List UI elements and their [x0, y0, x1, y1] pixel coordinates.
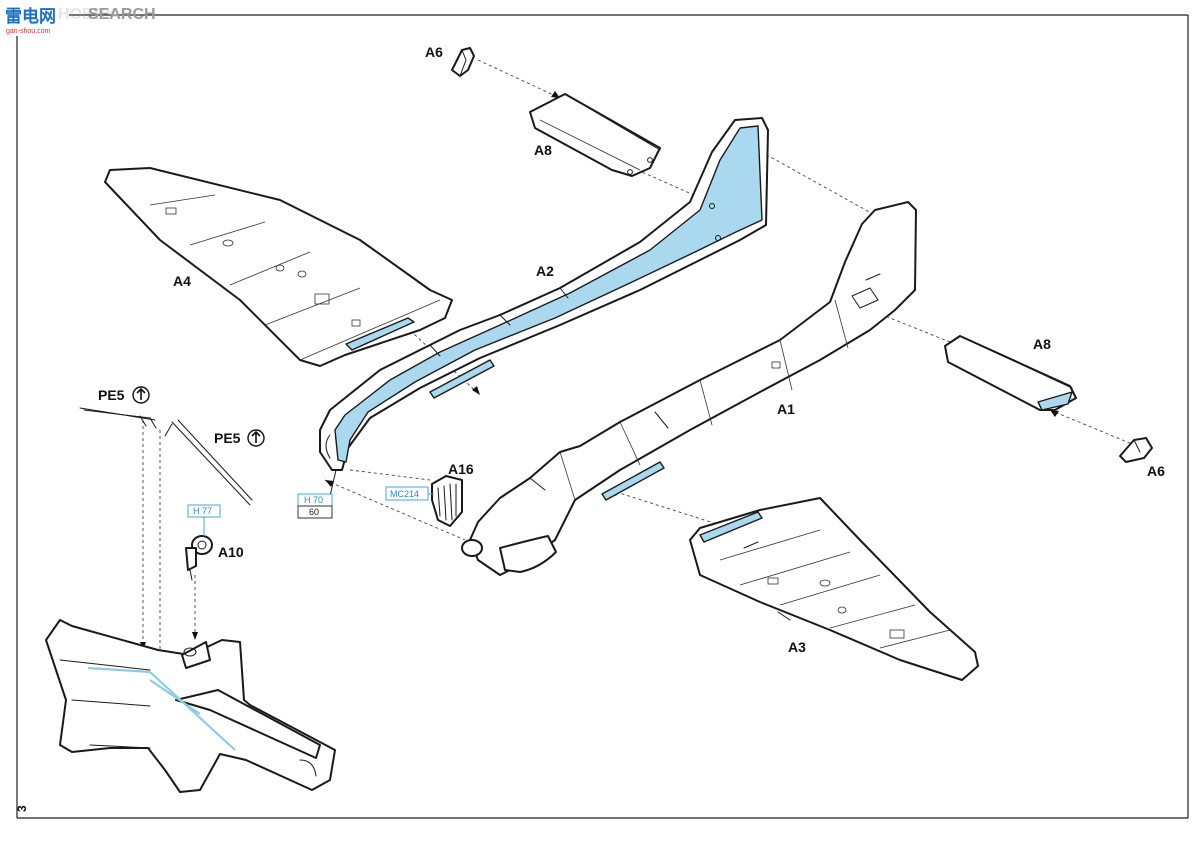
part-a16 — [431, 475, 463, 527]
pe-direction-icon — [247, 429, 265, 447]
watermark-brand-cn: 雷电网 — [5, 6, 56, 26]
label-a8-top: A8 — [534, 142, 552, 158]
part-pe5-left — [79, 407, 157, 429]
tail-subassembly-view — [45, 619, 336, 793]
label-a10: A10 — [218, 544, 244, 560]
part-labels: A6 A8 A4 A2 A8 A1 A6 A16 A3 A10 PE5 PE5 — [98, 44, 1165, 655]
part-a6-top — [451, 47, 475, 77]
label-a16: A16 — [448, 461, 474, 477]
label-a6-right: A6 — [1147, 463, 1165, 479]
part-a6-right — [1119, 437, 1153, 463]
part-a1-fuselage-half — [461, 201, 917, 576]
part-a2-fuselage-half — [319, 117, 769, 471]
label-a6-top: A6 — [425, 44, 443, 60]
callout-h77-code: H 77 — [193, 506, 212, 516]
label-a4: A4 — [173, 273, 191, 289]
callout-mc214: MC214 — [385, 486, 434, 501]
watermark-brand-en: SEARCH — [88, 6, 156, 23]
callout-h70-code: H 70 — [304, 495, 323, 505]
page-frame — [16, 14, 1189, 819]
part-a8-right — [944, 335, 1077, 411]
page-number: 3 — [15, 805, 29, 812]
watermark-brand-prefix: HOBBY — [58, 6, 116, 23]
part-pe5-right — [164, 419, 253, 506]
label-a1: A1 — [777, 401, 795, 417]
label-pe5-left: PE5 — [98, 387, 125, 403]
callout-h70-number: 60 — [309, 507, 319, 517]
part-a8-top — [529, 93, 661, 177]
callout-mc214-code: MC214 — [390, 489, 419, 499]
label-a8-right: A8 — [1033, 336, 1051, 352]
watermark: 雷电网 HOBBY SEARCH gan-shou.com — [3, 2, 156, 36]
callout-h77: H 77 — [187, 504, 221, 536]
callout-h70: H 70 60 — [297, 469, 337, 519]
watermark-url: gan-shou.com — [6, 28, 51, 35]
label-a2: A2 — [536, 263, 554, 279]
part-a10-tailwheel — [185, 535, 213, 581]
part-a4-wing — [104, 167, 453, 367]
label-pe5-right: PE5 — [214, 430, 241, 446]
pe-direction-icon — [132, 386, 150, 404]
part-a3-wing — [689, 497, 979, 681]
label-a3: A3 — [788, 639, 806, 655]
